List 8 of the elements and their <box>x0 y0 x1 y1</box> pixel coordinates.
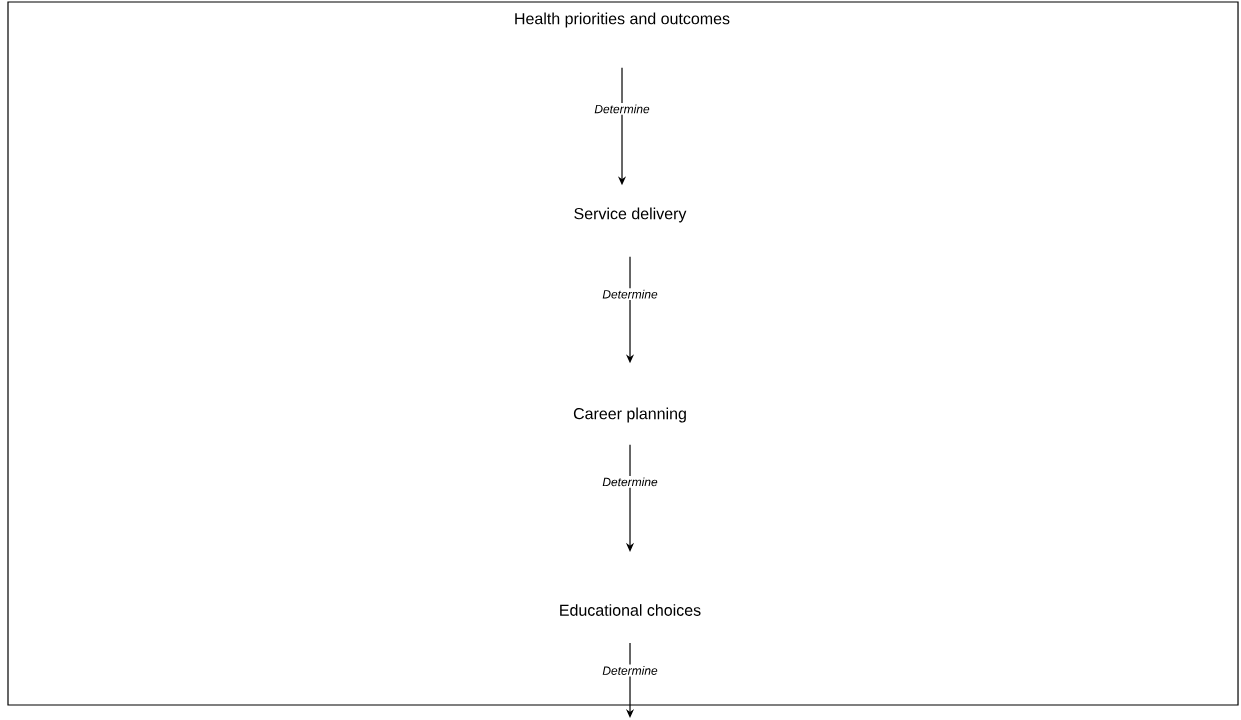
node-text: Career planning <box>573 407 686 423</box>
node-text: Educational choices <box>560 604 701 616</box>
node-text: Service delivery <box>574 207 687 223</box>
node-text: Health priorities and outcomes <box>515 12 730 28</box>
edge-label: Determine <box>592 103 652 115</box>
edge-label: Determine <box>600 475 660 488</box>
edge-label: Determine <box>600 288 660 300</box>
edge-label: Determine <box>600 664 660 677</box>
